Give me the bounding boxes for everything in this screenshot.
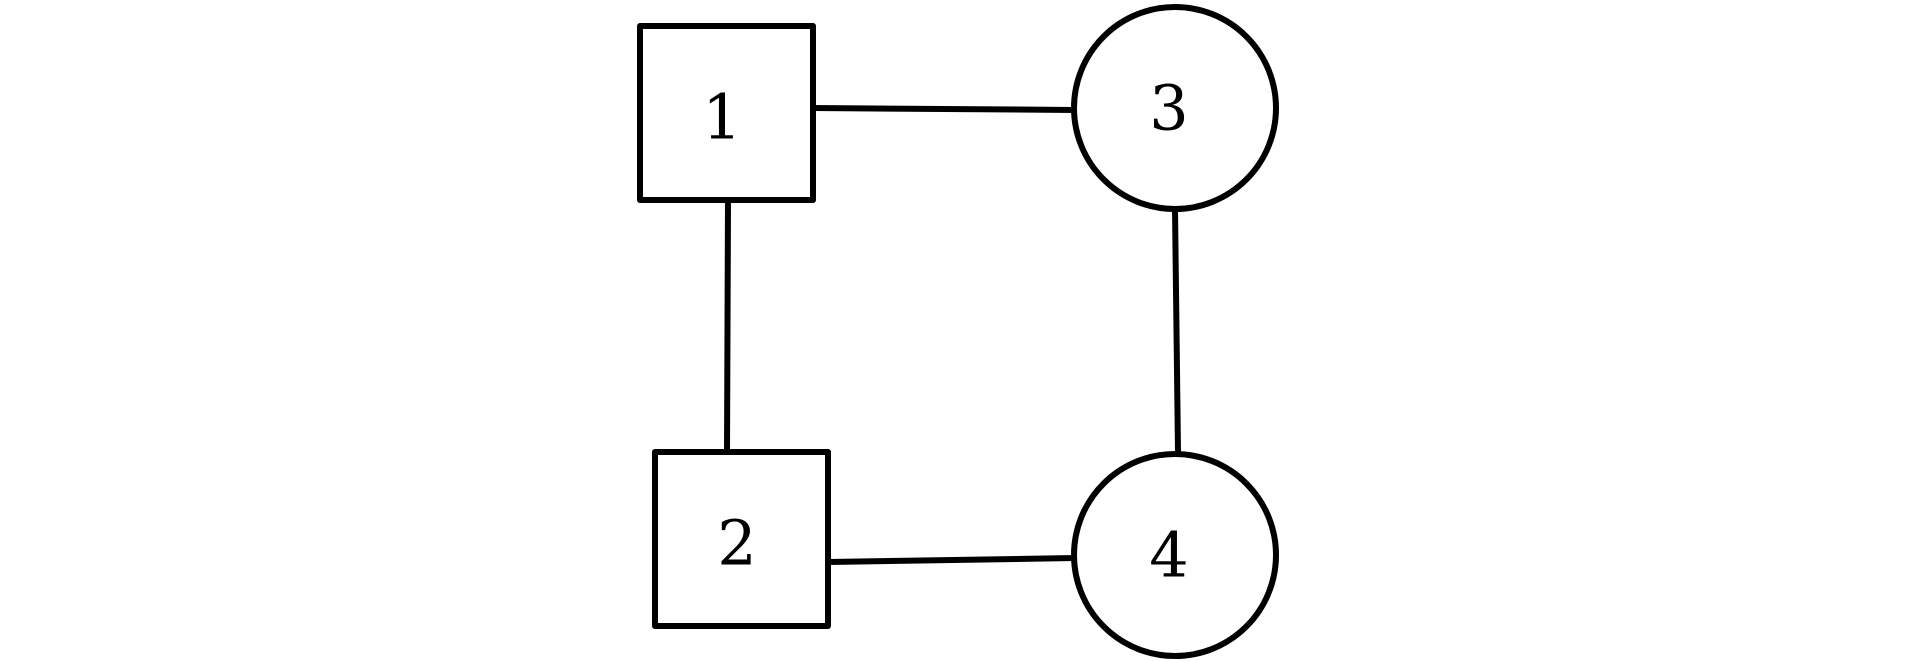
node-4-circle: [1071, 451, 1279, 659]
edge-2-4: [827, 555, 1076, 565]
node-2[interactable]: 2: [652, 449, 831, 629]
node-3-label: 3: [1149, 72, 1188, 145]
edge-1-3: [812, 105, 1076, 113]
node-1[interactable]: 1: [637, 23, 816, 203]
node-1-square: [637, 23, 816, 203]
node-1-label: 1: [702, 81, 741, 154]
node-4[interactable]: 4: [1071, 451, 1279, 659]
node-4-label: 4: [1149, 519, 1188, 592]
node-2-square: [652, 449, 831, 629]
node-3[interactable]: 3: [1071, 4, 1279, 212]
edge-1-2: [724, 199, 731, 453]
edge-3-4: [1172, 208, 1181, 453]
node-3-circle: [1071, 4, 1279, 212]
node-2-label: 2: [717, 507, 756, 580]
